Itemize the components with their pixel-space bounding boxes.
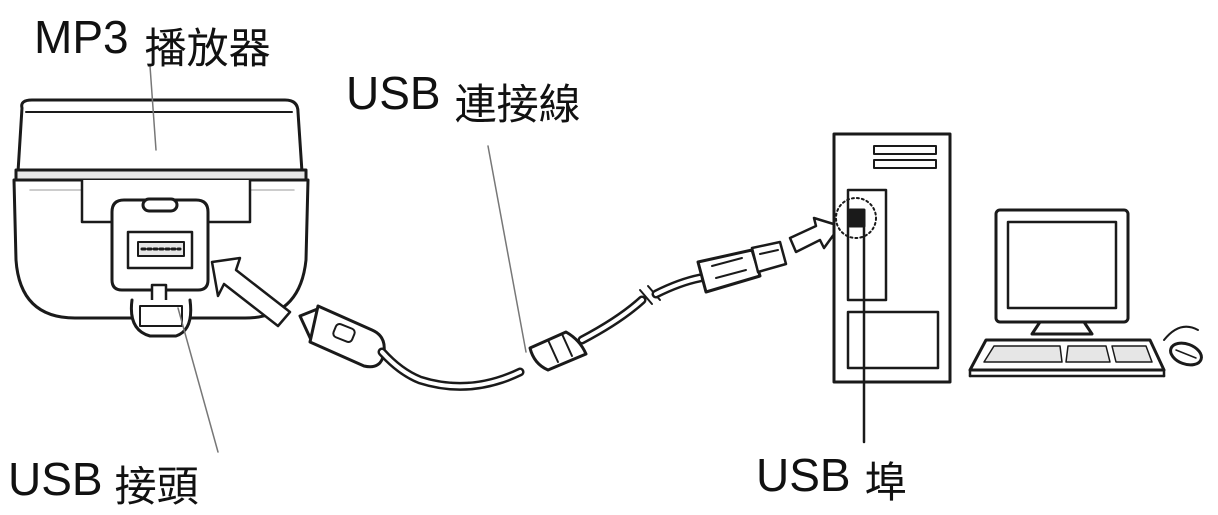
usb-port-label: USB 埠 <box>756 449 907 504</box>
usb-cable <box>298 145 788 391</box>
usb-port-label-latin: USB <box>756 449 851 501</box>
mp3-player <box>12 65 310 338</box>
usb-cable-label: USB 連接線 <box>346 67 581 126</box>
insert-arrow-mp3 <box>210 256 292 328</box>
usb-port-label-cjk: 埠 <box>864 458 907 507</box>
desktop-computer <box>968 208 1203 378</box>
usb-plug-label-latin: USB <box>8 453 103 505</box>
connector-door <box>110 197 210 338</box>
usb-cable-label-cjk: 連接線 <box>454 80 581 129</box>
usb-plug-label-cjk: 接頭 <box>114 462 199 511</box>
pc-tower <box>832 132 952 444</box>
mp3-player-label: MP3 播放器 <box>34 11 271 70</box>
usb-cable-label-latin: USB <box>346 67 441 119</box>
mp3-player-label-latin: MP3 <box>34 11 129 63</box>
mp3-player-label-cjk: 播放器 <box>144 24 271 73</box>
insert-arrow-pc <box>788 216 842 254</box>
plug-pointer-line <box>177 307 219 453</box>
